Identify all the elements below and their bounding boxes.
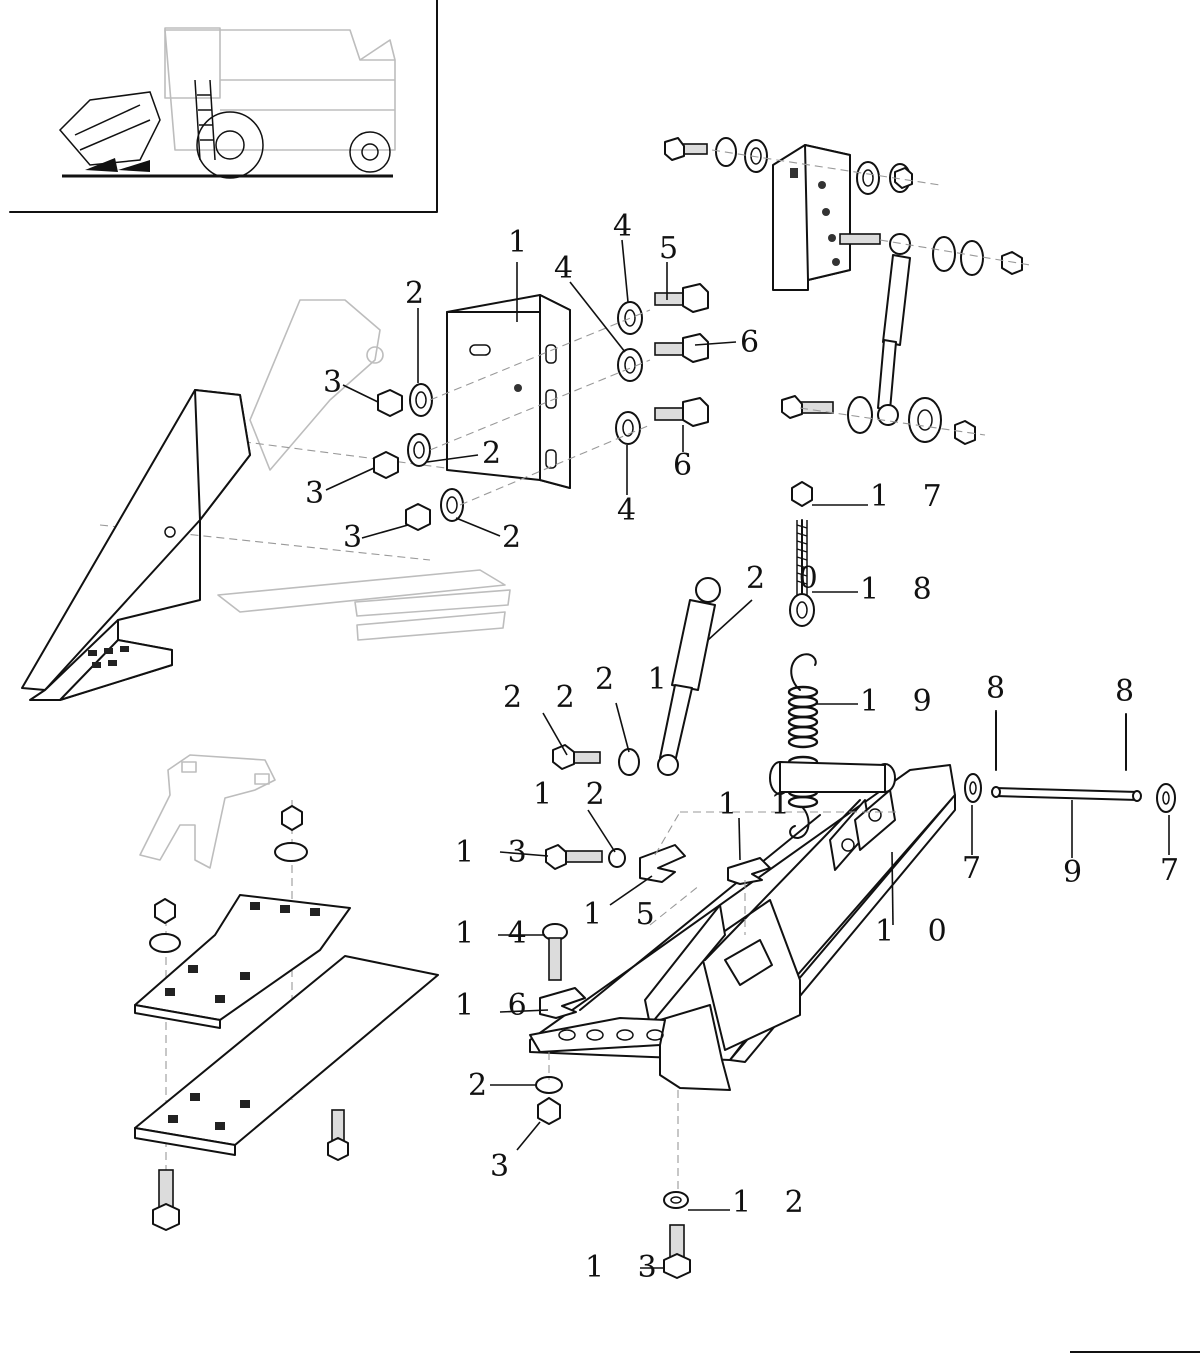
callout-2: 2 (502, 520, 533, 555)
main-frame-assembly (529, 481, 1176, 1279)
callout-10: 1 0 (875, 914, 959, 949)
callout-8: 8 (1115, 674, 1146, 709)
callout-3: 3 (343, 520, 374, 555)
callout-19: 1 9 (860, 684, 944, 719)
callout-3: 3 (323, 365, 354, 400)
callout-22: 2 2 (503, 680, 587, 715)
callout-9: 9 (1063, 855, 1094, 890)
upper-shock-absorber (877, 254, 911, 426)
angle-bracket (446, 294, 571, 489)
callout-2: 2 (482, 436, 513, 471)
upper-bracket (772, 144, 851, 291)
callout-18: 1 8 (860, 572, 944, 607)
upper-knife-plate (134, 894, 351, 1029)
washers-bolts-right (615, 283, 709, 445)
lower-knife-plate (134, 955, 439, 1156)
callout-7: 7 (962, 851, 993, 886)
plate-bolts (152, 1109, 349, 1231)
callout-6: 6 (673, 448, 704, 483)
callout-4: 4 (613, 209, 644, 244)
callout-12: 1 2 (732, 1185, 816, 1220)
callout-2: 2 (468, 1068, 499, 1103)
callout-20: 2 0 (746, 561, 830, 596)
upper-bracket-shock-assembly (664, 137, 1031, 445)
leader-lines (325, 239, 1170, 1269)
callout-3: 3 (490, 1149, 521, 1184)
combine-harvester-icon (58, 27, 396, 179)
background-ghost-parts (99, 299, 511, 641)
lower-shock-absorber (657, 577, 721, 776)
callout-3: 3 (305, 476, 336, 511)
callout-1: 1 (508, 225, 539, 260)
callout-2: 2 (405, 276, 436, 311)
callout-5: 5 (659, 231, 690, 266)
knife-guard-plates (134, 754, 439, 1231)
callout-11: 1 1 (718, 787, 802, 822)
knife-guard-ghost (139, 754, 276, 869)
callout-labels: 1 2 3 2 3 3 2 4 4 5 6 6 4 1 7 2 0 1 8 2 … (305, 209, 1191, 1285)
crop-divider-snout (21, 389, 251, 701)
callout-15: 1 5 (583, 897, 667, 932)
callout-13: 1 3 (455, 835, 539, 870)
callout-7: 7 (1160, 853, 1191, 888)
callout-13: 1 3 (585, 1250, 669, 1285)
callout-12: 1 2 (533, 777, 617, 812)
combine-locator-inset (9, 0, 438, 213)
callout-4: 4 (617, 493, 648, 528)
callout-16: 1 6 (455, 988, 539, 1023)
angle-bracket-assembly (373, 283, 709, 531)
callout-8: 8 (986, 671, 1017, 706)
callout-21: 2 1 (595, 662, 679, 697)
callout-6: 6 (740, 325, 771, 360)
washers-nuts-left (373, 383, 464, 531)
callout-17: 1 7 (870, 479, 954, 514)
callout-14: 1 4 (455, 916, 539, 951)
callout-4: 4 (554, 251, 585, 286)
